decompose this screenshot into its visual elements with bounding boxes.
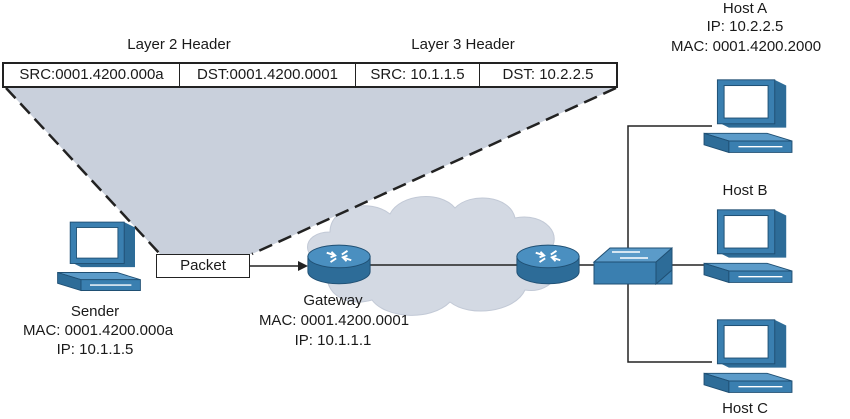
gateway-mac: MAC: 0001.4200.0001 (258, 312, 410, 329)
host-a-computer-icon (703, 79, 793, 154)
remote-router-icon (515, 244, 581, 285)
host-b-computer-icon (703, 209, 793, 284)
sender-name: Sender (70, 303, 120, 320)
packet-expansion-wedge (6, 88, 616, 254)
host-a-mac: MAC: 0001.4200.2000 (670, 38, 822, 55)
packet-header-box (2, 62, 618, 88)
switch-host-links (627, 125, 712, 363)
sender-ip: IP: 10.1.1.5 (56, 341, 134, 358)
sender-computer-icon (56, 221, 142, 292)
host-c-name: Host C (722, 400, 768, 417)
header-cell-l2-src: SRC:0001.4200.000a (4, 62, 180, 88)
packet-arrow-head (298, 261, 308, 271)
packet-box: Packet (156, 254, 250, 278)
header-cell-l3-dst: DST: 10.2.2.5 (502, 66, 594, 83)
gateway-ip: IP: 10.1.1.1 (294, 332, 372, 349)
host-a-name: Host A (722, 0, 768, 17)
wedge-left-dash (5, 87, 161, 255)
gateway-name: Gateway (303, 292, 363, 309)
host-b-name: Host B (722, 182, 768, 199)
switch-icon (592, 246, 673, 286)
wedge-right-dash (251, 86, 617, 256)
layer2-header-label: Layer 2 Header (127, 36, 231, 53)
sender-mac: MAC: 0001.4200.000a (22, 322, 174, 339)
host-a-ip: IP: 10.2.2.5 (706, 18, 784, 35)
layer3-header-label: Layer 3 Header (411, 36, 515, 53)
gateway-router-icon (306, 244, 372, 285)
header-cell-l2-dst: DST:0001.4200.0001 (180, 62, 356, 88)
header-cell-l3-src: SRC: 10.1.1.5 (356, 62, 480, 88)
host-c-computer-icon (703, 319, 793, 394)
